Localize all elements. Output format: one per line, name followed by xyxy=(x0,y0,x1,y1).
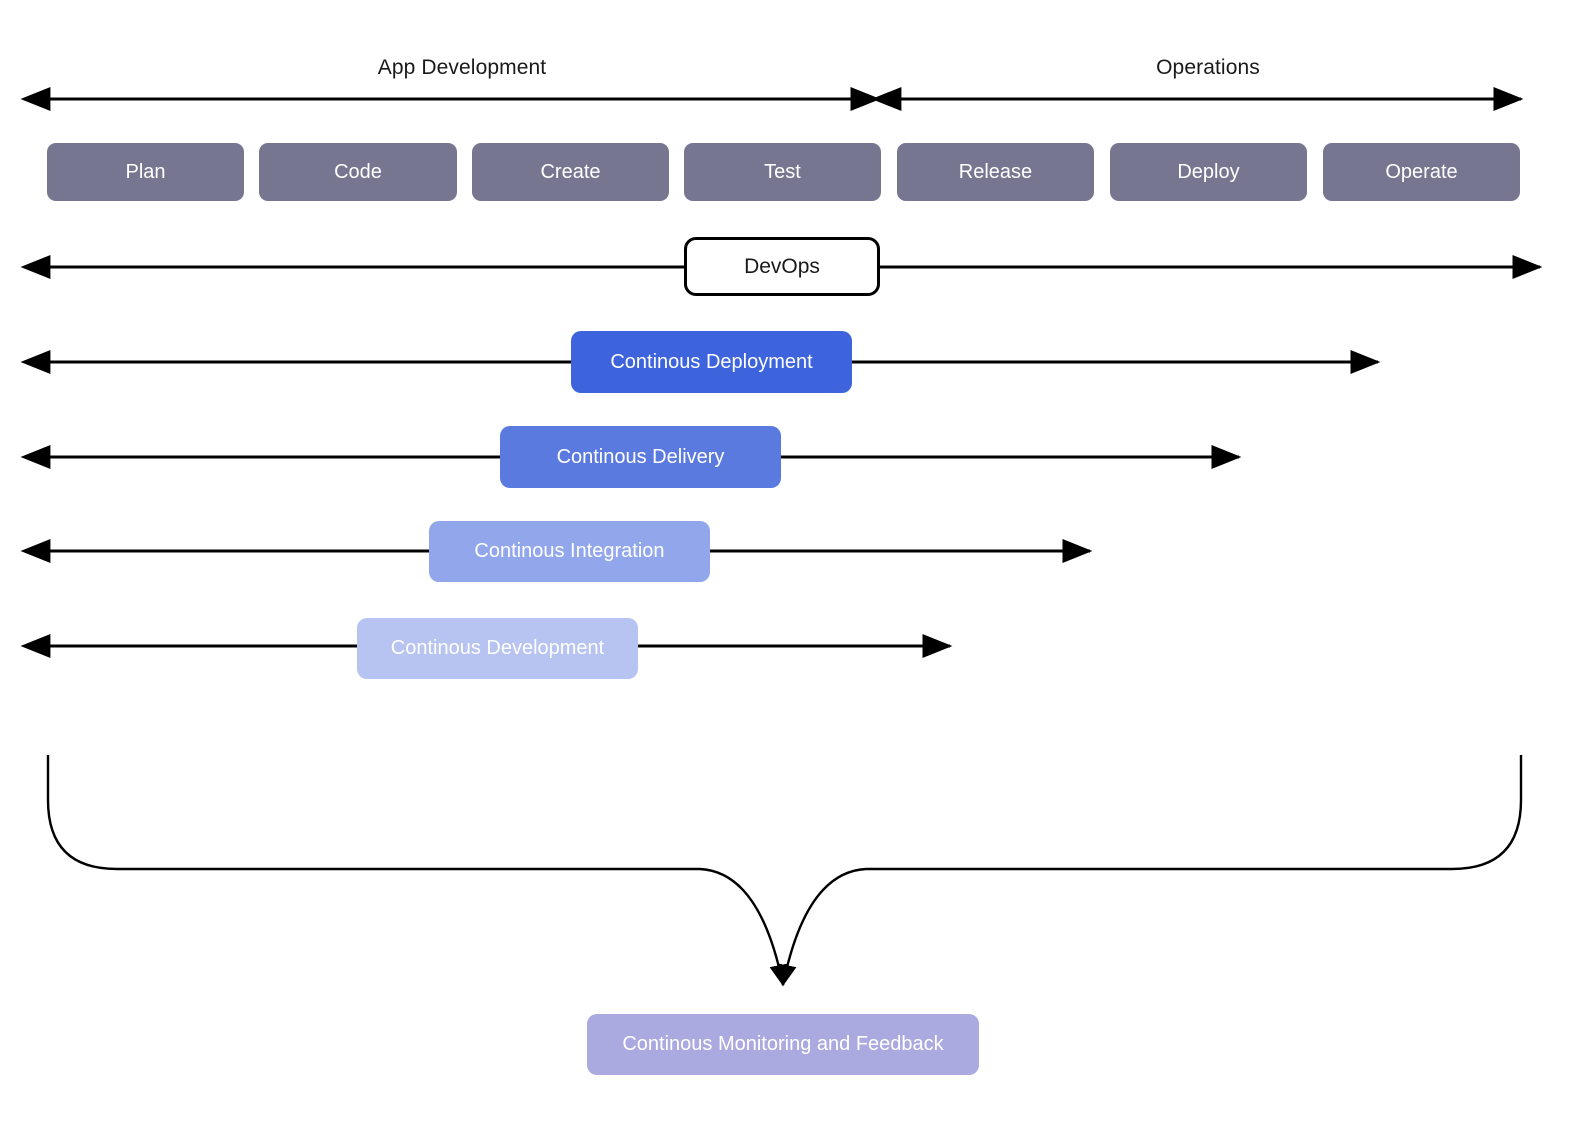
feedback-pill-continous-monitoring[interactable]: Continous Monitoring and Feedback xyxy=(587,1014,979,1075)
phase-label-app-development: App Development xyxy=(377,56,547,79)
stage-box-plan[interactable]: Plan xyxy=(47,143,244,201)
practice-pill-continous-delivery[interactable]: Continous Delivery xyxy=(500,426,781,488)
practice-pill-continous-integration[interactable]: Continous Integration xyxy=(429,521,710,582)
stage-box-test[interactable]: Test xyxy=(684,143,881,201)
stage-box-create[interactable]: Create xyxy=(472,143,669,201)
practice-pill-continous-development[interactable]: Continous Development xyxy=(357,618,638,679)
practice-pill-continous-deployment[interactable]: Continous Deployment xyxy=(571,331,852,393)
feedback-loop-right-curve xyxy=(777,755,1523,987)
stage-box-deploy[interactable]: Deploy xyxy=(1110,143,1307,201)
devops-node[interactable]: DevOps xyxy=(684,237,880,296)
stage-box-operate[interactable]: Operate xyxy=(1323,143,1520,201)
stage-box-code[interactable]: Code xyxy=(259,143,457,201)
feedback-loop-left-curve xyxy=(46,755,789,987)
phase-label-operations: Operations xyxy=(1156,56,1260,79)
stage-box-release[interactable]: Release xyxy=(897,143,1094,201)
